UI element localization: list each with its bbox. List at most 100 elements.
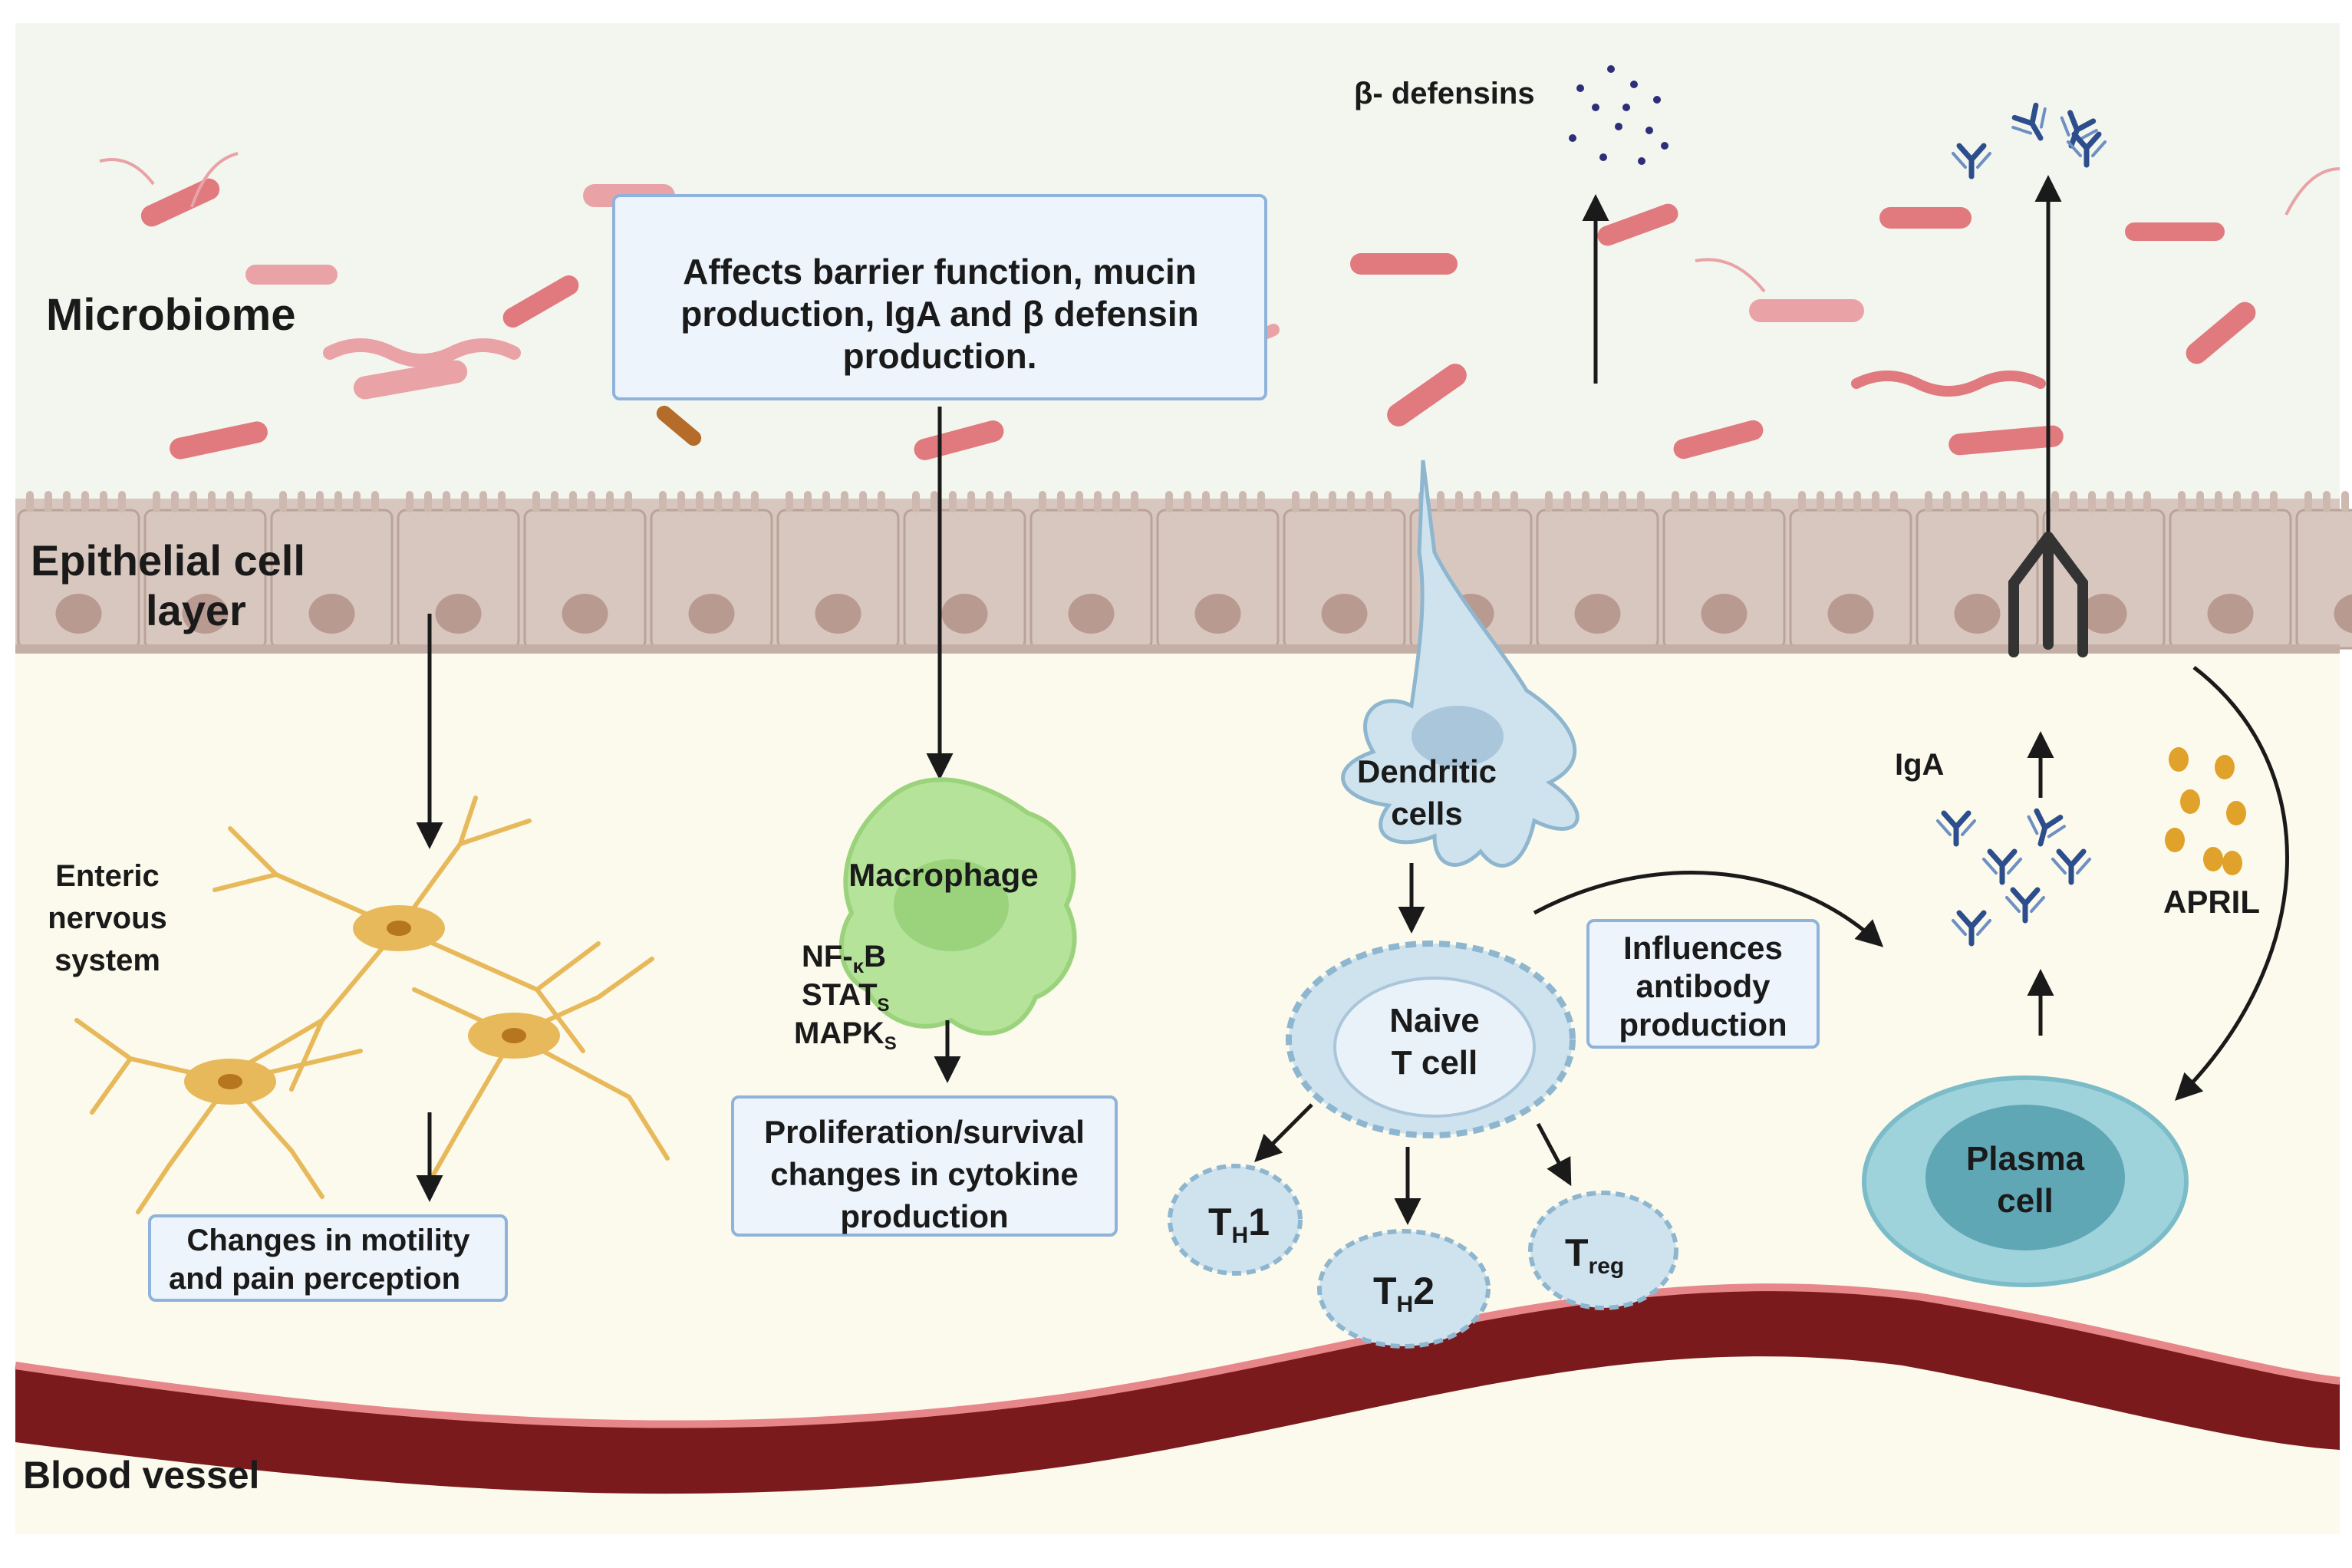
epithelial-nucleus [308,594,355,634]
microvillus [189,491,197,512]
epithelial-nucleus [2207,594,2254,634]
microbiome-label: Microbiome [46,290,296,340]
microvillus [1582,491,1589,512]
microvillus [1076,491,1083,512]
microvillus [1600,491,1608,512]
microvillus [44,491,52,512]
microvillus [2323,491,2331,512]
bacterium [1879,207,1972,229]
microvillus [659,491,667,512]
blood-vessel-label: Blood vessel [23,1454,259,1497]
microvillus [100,491,107,512]
microvillus [1925,491,1932,512]
microvillus [1492,491,1500,512]
microvillus [2304,491,2312,512]
microvillus [1384,491,1392,512]
dendritic-cell [1341,460,1580,868]
defensin-dots [1569,65,1668,165]
bacterium-wavy [323,338,521,367]
bacterium [2186,301,2256,364]
iga-transport-receptor-icon [2008,532,2088,657]
influence-box [1586,919,1820,1049]
microvillus [1039,491,1046,512]
microvillus [424,491,432,512]
macrophage-nucleus [894,859,1009,951]
microvillus [1202,491,1210,512]
microvillus [822,491,830,512]
microvillus [26,491,34,512]
microvillus [81,491,89,512]
microvillus [931,491,938,512]
bacterium [1597,203,1678,246]
microvillus [949,491,957,512]
defensins-label: β- defensins [1354,77,1535,110]
barrier-box-line3: production. [843,336,1037,376]
microvillus [2341,491,2349,512]
microvillus [1112,491,1120,512]
microvillus [733,491,740,512]
microvillus [1672,491,1679,512]
microvillus [1165,491,1173,512]
microvillus [1980,491,1988,512]
plasma-nucleus [1925,1105,2125,1250]
motility-box-line2: and pain perception [169,1262,460,1296]
microvillus [2270,491,2278,512]
treg-cell [1528,1191,1678,1310]
enteric-label-line1: Enteric [55,859,160,893]
microvillus [532,491,540,512]
epithelial-nucleus [2334,594,2352,634]
dendritic-nucleus [1412,706,1504,767]
mapks-label: MAPKS [794,1016,897,1054]
epithelial-nucleus [1954,594,2001,634]
microvillus [2143,491,2151,512]
epithelial-nucleus [2080,594,2127,634]
microvillus [2125,491,2133,512]
microvillus [118,491,126,512]
microvillus [498,491,506,512]
microvillus [2252,491,2259,512]
microvillus [1474,491,1481,512]
neuron-bodies [184,905,560,1105]
microvillus [1745,491,1753,512]
microvillus [859,491,867,512]
th1-cell [1168,1164,1303,1276]
microvillus [1563,491,1571,512]
microvillus [1310,491,1318,512]
epithelial-label-line1: Epithelial cell [31,536,305,585]
bacterium [1350,253,1458,275]
bacterium [170,421,268,460]
epithelial-label-line2: layer [146,586,246,634]
epithelial-nucleus [1321,594,1368,634]
microvillus [2196,491,2204,512]
proliferation-box-line1: Proliferation/survival [764,1114,1085,1150]
naive-t-nucleus [1333,977,1536,1118]
microvillus [371,491,379,512]
microvillus [461,491,469,512]
microvillus [479,491,487,512]
microvillus [226,491,234,512]
microvillus [751,491,759,512]
microvillus [1455,491,1463,512]
bacterium [2125,222,2225,241]
epithelial-nucleus [941,594,988,634]
epithelial-nucleus [55,594,102,634]
microvillus [1890,491,1898,512]
influence-box-line2: antibody [1636,968,1771,1004]
blood-vessel [15,1287,2340,1494]
barrier-box-line1: Affects barrier function, mucin [683,252,1197,292]
microvillus [1347,491,1355,512]
microvillus [1708,491,1716,512]
epithelial-nucleus [435,594,482,634]
to-treg-arrow [1536,1122,1572,1187]
microvillus [279,491,287,512]
microvillus [1817,491,1824,512]
microvillus [63,491,71,512]
bacterium [1387,364,1467,427]
bacterium [245,265,338,285]
microvillus [551,491,558,512]
epithelial-cell-layer [15,491,2352,654]
dendritic-label-line2: cells [1391,796,1462,832]
dendritic-label-line1: Dendritic [1357,753,1497,789]
microvillus [677,491,685,512]
